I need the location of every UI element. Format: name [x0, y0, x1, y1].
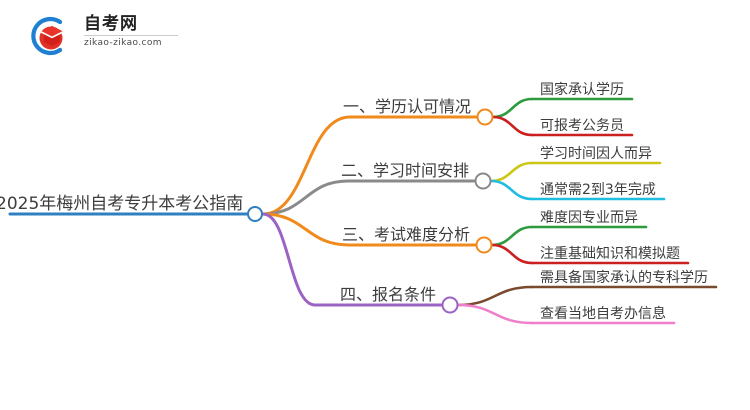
logo-title: 自考网: [84, 14, 138, 34]
root-node-label: 2025年梅州自考专升本考公指南: [0, 194, 244, 214]
branch-node-dot-1[interactable]: [476, 108, 494, 126]
logo-mark-icon: [31, 16, 64, 56]
leaf-label-2-2: 通常需2到3年完成: [540, 182, 656, 198]
site-logo: 自考网 zikao-zikao.com: [28, 12, 178, 60]
branch-label-4: 四、报名条件: [340, 285, 437, 304]
branch-label-1: 一、学历认可情况: [343, 97, 472, 116]
logo-divider: [84, 35, 178, 36]
leaf-label-3-2: 注重基础知识和模拟题: [540, 246, 680, 262]
leaf-label-1-2: 可报考公务员: [540, 118, 624, 134]
mindmap-nodes: [247, 108, 494, 314]
logo-text-block: 自考网 zikao-zikao.com: [84, 14, 180, 48]
logo-subtitle: zikao-zikao.com: [84, 38, 162, 48]
branch-node-dot-4[interactable]: [441, 296, 459, 314]
branch-label-3: 三、考试难度分析: [342, 225, 471, 244]
branch-node-dot-3[interactable]: [475, 236, 493, 254]
leaf-label-4-2: 查看当地自考办信息: [540, 306, 666, 322]
leaf-label-3-1: 难度因专业而异: [540, 210, 638, 226]
root-node-dot[interactable]: [247, 206, 263, 222]
branch-label-2: 二、学习时间安排: [341, 161, 470, 180]
leaf-label-2-1: 学习时间因人而异: [540, 146, 652, 162]
leaf-label-1-1: 国家承认学历: [540, 82, 624, 98]
leaf-label-4-1: 需具备国家承认的专科学历: [540, 270, 708, 286]
branch-node-dot-2[interactable]: [474, 172, 492, 190]
mindmap-links: [8, 97, 718, 325]
